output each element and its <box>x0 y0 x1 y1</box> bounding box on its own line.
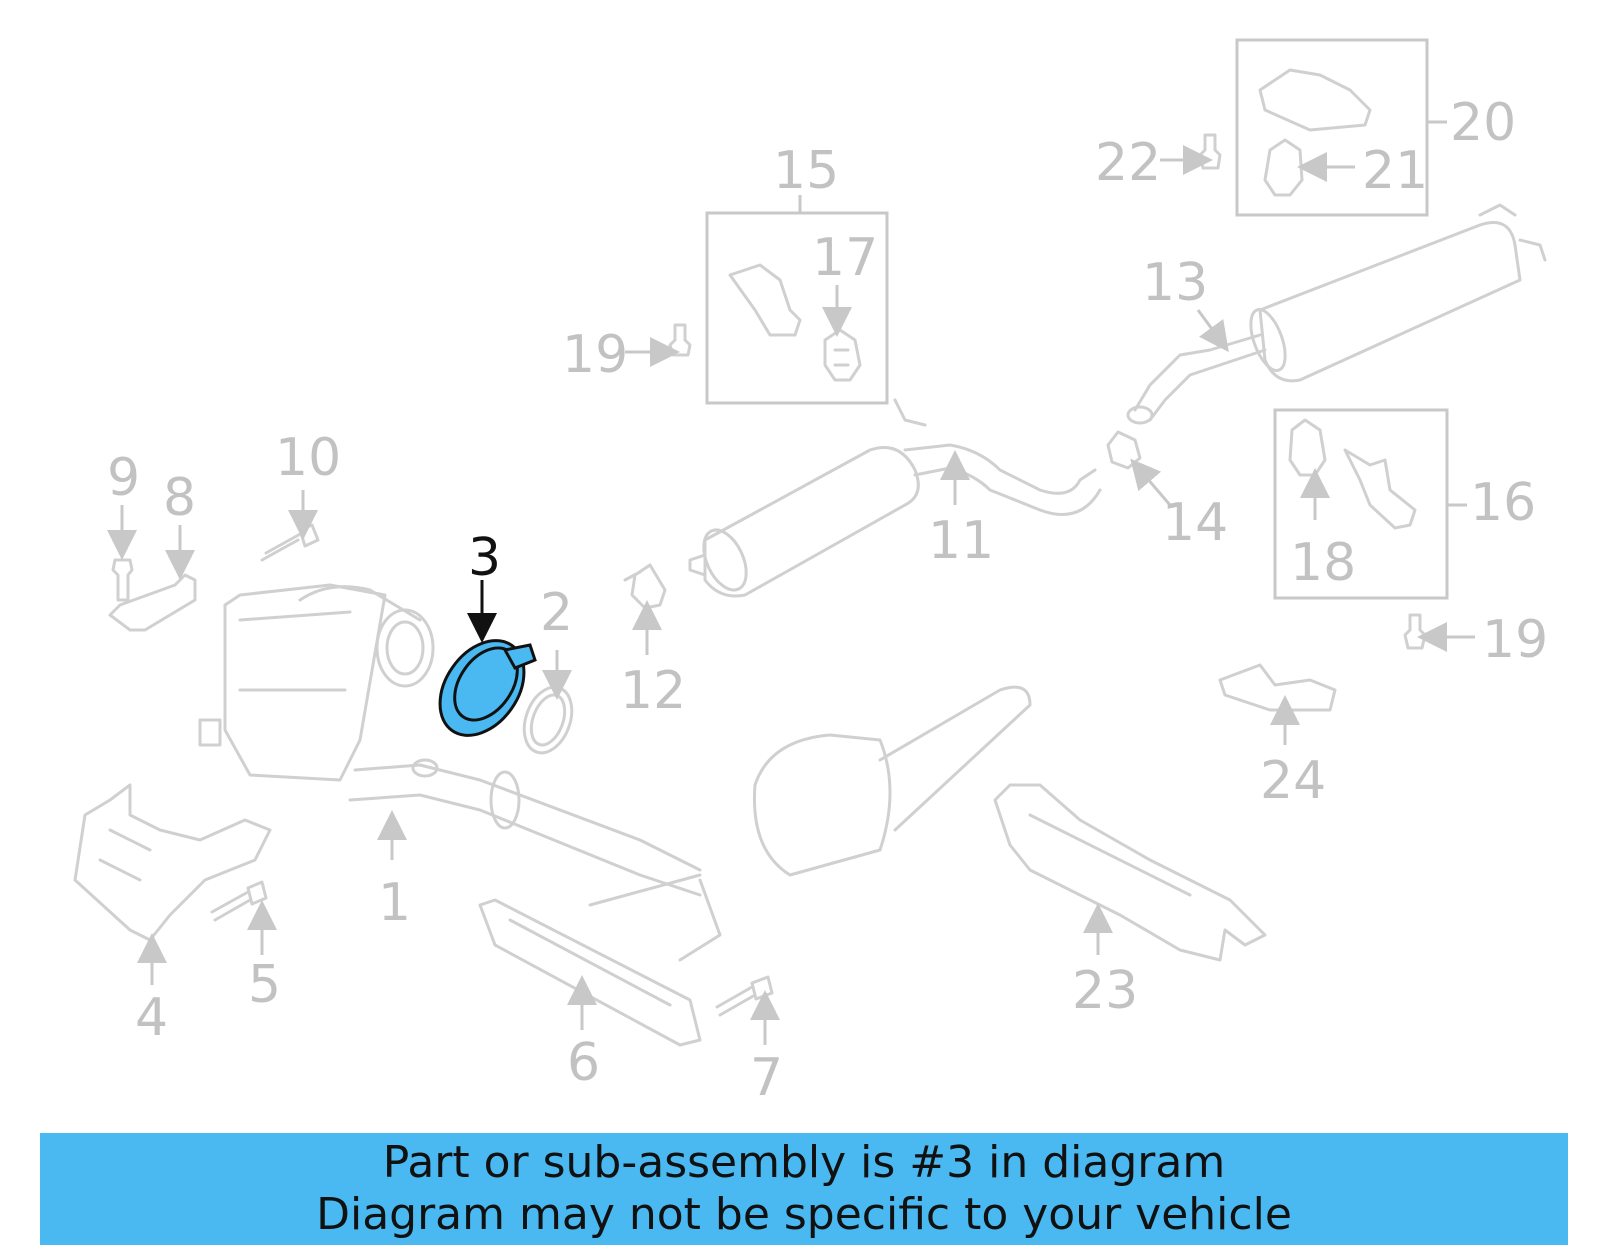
callout-5: 5 <box>248 955 281 1015</box>
part-8-bracket-drawing <box>108 573 197 632</box>
part-11-muffler-drawing <box>688 398 1102 598</box>
callout-19-lower: 19 <box>1482 610 1548 670</box>
callout-12: 12 <box>620 661 686 721</box>
callout-24: 24 <box>1260 751 1326 811</box>
part-2-gasket-drawing <box>522 685 574 755</box>
callout-23: 23 <box>1072 961 1138 1021</box>
part-9-bolt-drawing <box>111 558 134 602</box>
callout-17: 17 <box>812 228 878 288</box>
part-20-kit-box <box>1235 38 1429 217</box>
callout-1: 1 <box>378 873 411 933</box>
part-22-bolt-drawing <box>1198 133 1222 170</box>
part-23-heat-shield-drawing <box>993 783 1267 962</box>
part-6-heat-shield-drawing <box>478 898 702 1047</box>
callout-6: 6 <box>567 1033 600 1093</box>
banner-line-2: Diagram may not be specific to your vehi… <box>316 1189 1292 1240</box>
part-18-insulator-drawing <box>1288 418 1327 477</box>
callout-21: 21 <box>1362 141 1428 201</box>
callout-22: 22 <box>1095 133 1161 193</box>
callout-20: 20 <box>1450 93 1516 153</box>
callout-10: 10 <box>275 428 341 488</box>
callout-8: 8 <box>163 468 196 528</box>
callout-16: 16 <box>1470 473 1536 533</box>
callout-19-upper: 19 <box>562 325 628 385</box>
part-3-clamp-drawing <box>438 639 537 737</box>
callout-15: 15 <box>773 141 839 201</box>
part-15-kit-box <box>705 211 889 405</box>
part-1-converter-drawing <box>198 583 1032 962</box>
part-13-rear-muffler-drawing <box>1126 203 1547 425</box>
part-12-clamp-drawing <box>623 563 667 610</box>
part-24-bracket-drawing <box>1218 663 1337 712</box>
callout-14: 14 <box>1162 493 1228 553</box>
part-17-insulator-drawing <box>823 328 862 382</box>
callout-2: 2 <box>540 583 573 643</box>
part-19-bolt-lower-drawing <box>1403 613 1427 650</box>
callout-4: 4 <box>135 988 168 1048</box>
callout-11: 11 <box>928 511 994 571</box>
callout-18: 18 <box>1290 533 1356 593</box>
part-4-heat-shield-drawing <box>73 783 272 942</box>
banner-line-1: Part or sub-assembly is #3 in diagram <box>382 1137 1226 1188</box>
part-14-clamp-drawing <box>1106 430 1142 470</box>
part-10-bolt-drawing <box>260 523 320 562</box>
part-21-insulator-drawing <box>1263 138 1304 197</box>
callout-13: 13 <box>1142 253 1208 313</box>
info-banner: Part or sub-assembly is #3 in diagram Di… <box>40 1133 1568 1245</box>
callout-7: 7 <box>750 1048 783 1108</box>
part-19-bolt-upper-drawing <box>668 323 692 357</box>
part-5-bolt-drawing <box>210 880 268 922</box>
callout-9: 9 <box>107 448 140 508</box>
callout-3: 3 <box>468 528 501 588</box>
